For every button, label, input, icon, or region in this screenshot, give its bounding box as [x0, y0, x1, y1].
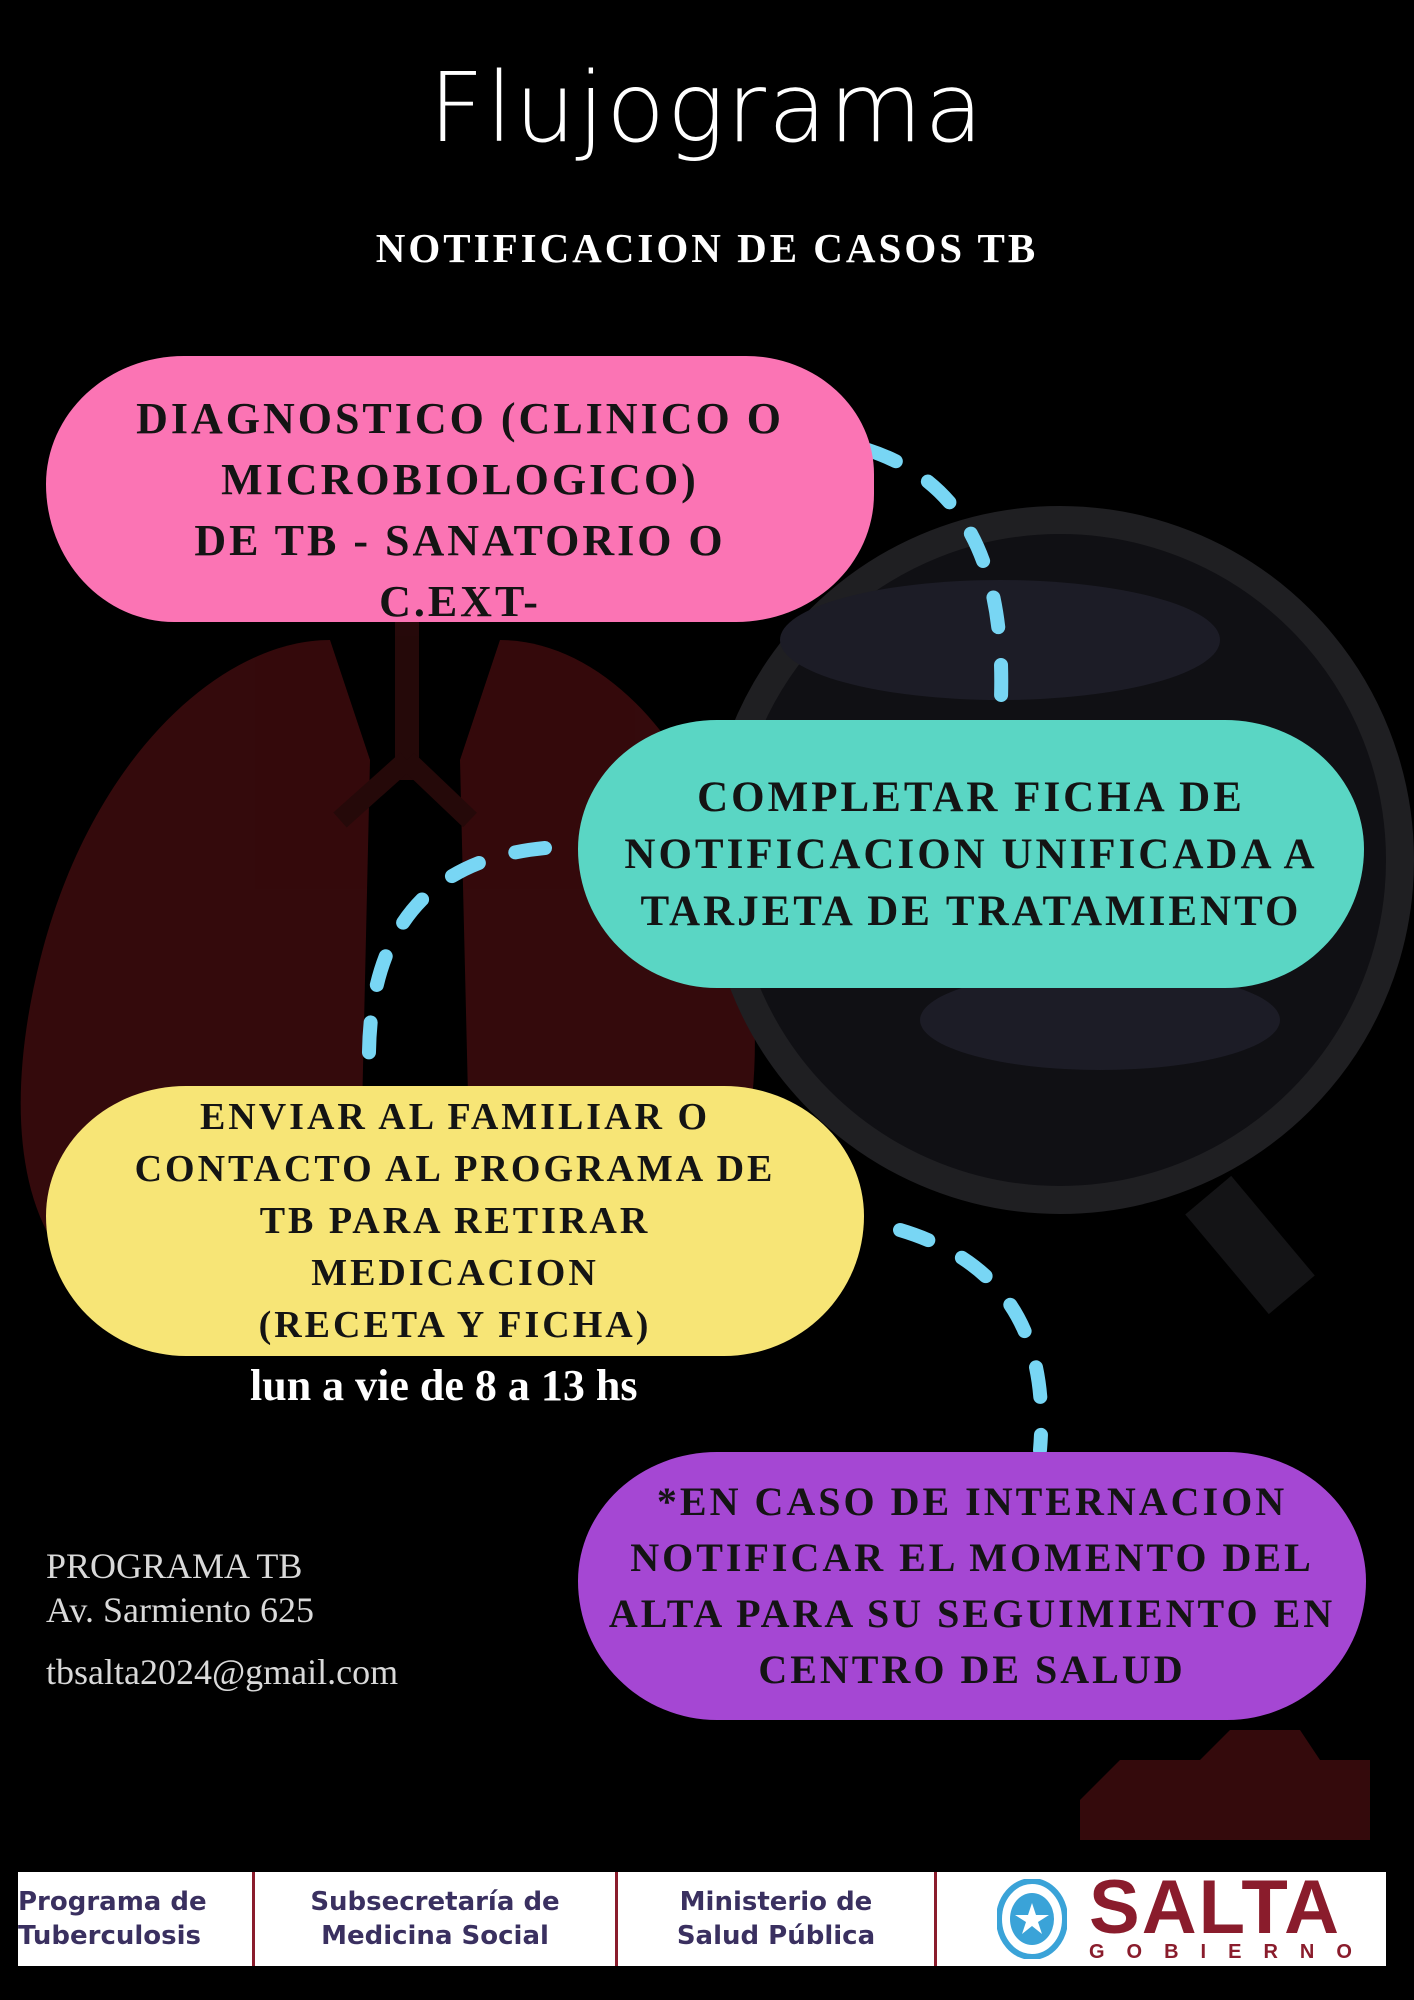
contact-block: PROGRAMA TB Av. Sarmiento 625 tbsalta202… [46, 1544, 398, 1694]
footer-logos: Programa de Tuberculosis Subsecretaría d… [18, 1864, 1386, 1966]
footer-divider [252, 1872, 255, 1966]
contact-email: tbsalta2024@gmail.com [46, 1652, 399, 1692]
step-internacion: *EN CASO DE INTERNACION NOTIFICAR EL MOM… [578, 1452, 1366, 1720]
step-text: DIAGNOSTICO (CLINICO O MICROBIOLOGICO) D… [136, 394, 784, 626]
step-text: COMPLETAR FICHA DE NOTIFICACION UNIFICAD… [624, 773, 1318, 935]
step-completar-ficha: COMPLETAR FICHA DE NOTIFICACION UNIFICAD… [578, 720, 1364, 988]
schedule-text: lun a vie de 8 a 13 hs [250, 1361, 638, 1410]
step-diagnostico: DIAGNOSTICO (CLINICO O MICROBIOLOGICO) D… [46, 356, 874, 626]
step-text: ENVIAR AL FAMILIAR O CONTACTO AL PROGRAM… [134, 1096, 776, 1346]
footer-ministry-line2: Salud Pública [676, 1921, 876, 1951]
footer-divider [615, 1872, 618, 1966]
contact-address: Av. Sarmiento 625 [46, 1590, 314, 1630]
salta-emblem-icon [997, 1879, 1067, 1959]
salta-brand: SALTA [1089, 1864, 1342, 1950]
footer-subsec-line2: Medicina Social [321, 1921, 549, 1951]
salta-wordmark: SALTA GOBIERNO [1089, 1864, 1374, 1964]
footer-subsecretaria: Subsecretaría de Medicina Social [255, 1872, 615, 1966]
footer-subsec-line1: Subsecretaría de [310, 1887, 560, 1917]
salta-brand-sub: GOBIERNO [1089, 1940, 1374, 1963]
footer-program: Programa de Tuberculosis [18, 1872, 252, 1966]
dashed-connector [362, 443, 1049, 1457]
map-silhouette [1080, 1730, 1370, 1840]
footer-ministry-line1: Ministerio de [679, 1887, 873, 1917]
contact-name: PROGRAMA TB [46, 1546, 303, 1586]
page-subtitle: NOTIFICACION DE CASOS TB [375, 225, 1039, 271]
step-text: *EN CASO DE INTERNACION NOTIFICAR EL MOM… [608, 1479, 1336, 1692]
salta-logo: SALTA GOBIERNO [937, 1864, 1386, 1964]
footer-divider [934, 1872, 937, 1966]
footer-program-line2: Tuberculosis [18, 1921, 202, 1951]
page-title: Flujograma [428, 52, 986, 164]
footer-ministerio: Ministerio de Salud Pública [618, 1872, 934, 1966]
step-enviar-familiar: ENVIAR AL FAMILIAR O CONTACTO AL PROGRAM… [46, 1086, 864, 1356]
footer-program-line1: Programa de [18, 1887, 207, 1917]
